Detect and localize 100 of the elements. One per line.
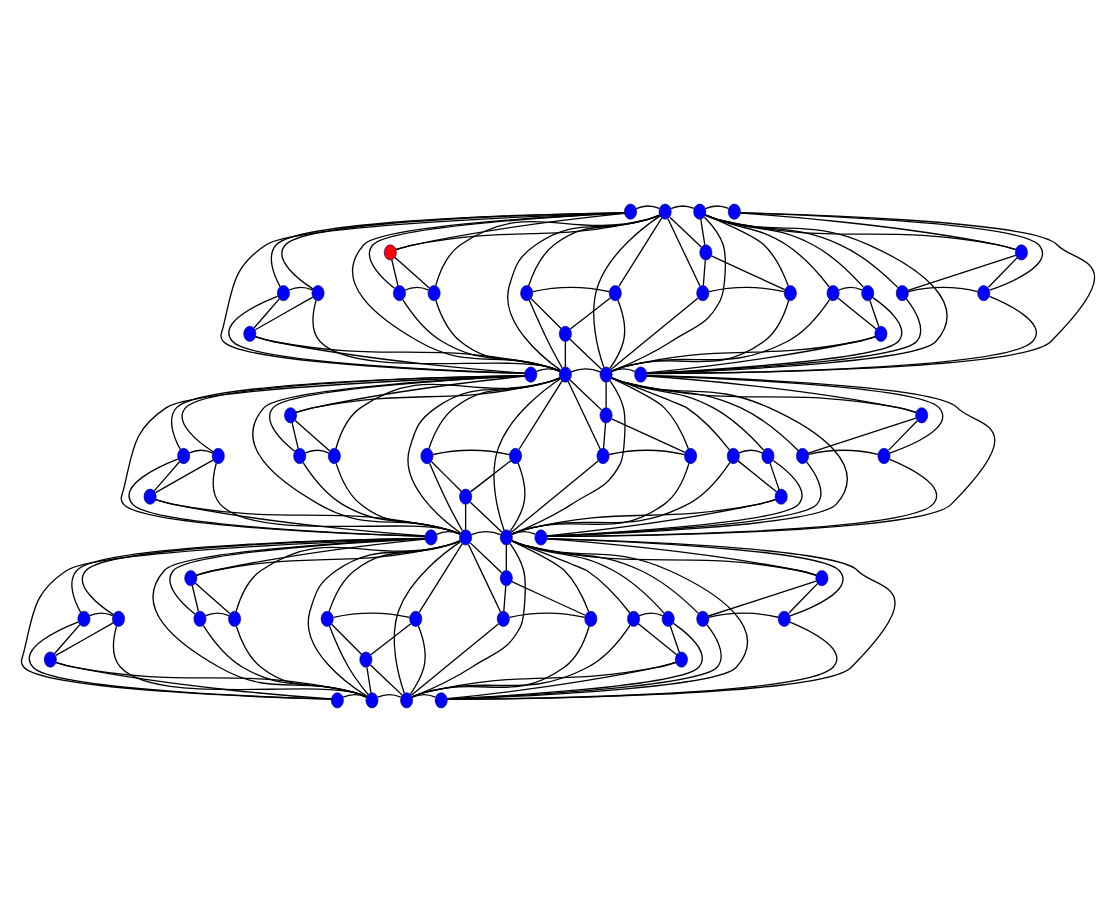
node-circle <box>558 366 572 383</box>
connector <box>128 458 426 537</box>
connector <box>710 255 786 291</box>
node-circle <box>424 529 438 546</box>
connector <box>564 340 567 368</box>
connector <box>511 461 731 535</box>
connector <box>704 205 730 210</box>
connector <box>704 214 899 289</box>
node-circle <box>599 407 613 424</box>
node-circle <box>359 651 373 668</box>
connector <box>154 459 214 494</box>
node-circle <box>43 651 57 668</box>
connector <box>739 212 1044 291</box>
connector <box>312 300 561 372</box>
connector <box>55 661 367 698</box>
connector <box>404 286 429 291</box>
node-circle <box>365 692 379 709</box>
node-circle <box>877 448 891 464</box>
connector <box>511 531 536 535</box>
connector <box>393 541 461 694</box>
connector <box>410 623 500 696</box>
connector <box>411 661 677 698</box>
node-circle <box>693 203 707 220</box>
connector <box>228 295 526 375</box>
connector <box>530 297 562 330</box>
connector <box>669 216 702 248</box>
connector <box>837 297 877 330</box>
connector <box>446 540 748 700</box>
node-circle <box>320 610 334 627</box>
connector <box>194 582 231 615</box>
connector <box>646 214 948 375</box>
connector <box>20 537 426 700</box>
node-circle <box>77 610 91 627</box>
connector <box>252 375 526 535</box>
connector <box>704 214 865 288</box>
node-circle <box>459 529 473 546</box>
connector <box>510 460 599 534</box>
node-circle <box>520 285 534 302</box>
connector <box>291 422 299 450</box>
node-circle <box>409 610 423 627</box>
connector <box>569 379 603 411</box>
connector <box>202 624 367 698</box>
connector <box>838 286 863 291</box>
connector <box>307 540 461 697</box>
node-circle <box>661 610 675 627</box>
connector <box>511 462 690 535</box>
connector <box>611 216 726 372</box>
connector <box>807 449 879 456</box>
connector <box>611 377 690 450</box>
connector <box>611 377 765 451</box>
connector <box>637 623 678 656</box>
connector <box>409 625 426 695</box>
connector <box>155 499 461 535</box>
connector <box>370 623 412 656</box>
connector <box>611 418 686 454</box>
connector <box>328 540 461 613</box>
connector <box>788 582 819 614</box>
connector <box>467 543 502 613</box>
connector <box>88 612 114 617</box>
node-circle <box>684 448 697 464</box>
connector <box>235 625 367 698</box>
node-circle <box>634 366 648 383</box>
connector <box>618 217 663 288</box>
node-circle <box>400 692 413 709</box>
connector <box>611 299 831 372</box>
connector <box>411 542 526 698</box>
node-circle <box>327 448 341 464</box>
connector <box>635 205 660 210</box>
connector <box>469 542 503 574</box>
connector <box>507 214 661 371</box>
connector <box>508 612 586 619</box>
node-circle <box>761 448 775 464</box>
connector <box>546 377 848 537</box>
connector <box>667 218 701 287</box>
connector <box>638 612 663 617</box>
node-circle <box>459 488 473 505</box>
node-circle <box>211 448 225 464</box>
node-circle <box>534 529 548 546</box>
connector <box>335 462 461 535</box>
connector <box>53 623 81 655</box>
node-circle <box>696 285 710 302</box>
connector <box>435 300 561 372</box>
connector <box>446 537 896 700</box>
connector <box>395 214 661 251</box>
node-circle <box>284 407 297 424</box>
connector <box>511 540 590 613</box>
connector <box>527 214 661 287</box>
node-circle <box>524 366 538 383</box>
node-circle <box>277 285 290 302</box>
connector <box>707 580 817 617</box>
connector <box>737 460 778 493</box>
node-circle <box>112 610 125 627</box>
connector <box>869 299 880 328</box>
node-circle <box>599 366 613 383</box>
connector <box>569 297 611 330</box>
node-circle <box>193 610 207 627</box>
connector <box>704 214 1017 251</box>
connector <box>611 368 636 373</box>
node-circle <box>608 285 622 302</box>
connector <box>546 538 817 576</box>
